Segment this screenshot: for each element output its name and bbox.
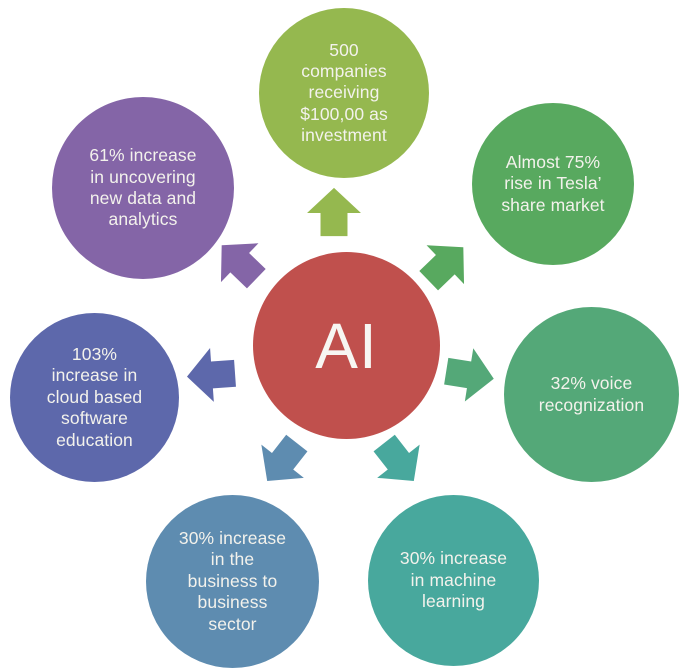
stat-circle-cloud-education: 103% increase in cloud based software ed… bbox=[10, 313, 179, 482]
stat-text-investment: 500 companies receiving $100,00 as inves… bbox=[300, 39, 388, 146]
stat-text-b2b-sector: 30% increase in the business to business… bbox=[178, 528, 287, 634]
stat-circle-investment: 500 companies receiving $100,00 as inves… bbox=[259, 8, 429, 178]
ai-label: AI bbox=[315, 309, 378, 382]
stat-circle-voice: 32% voice recognization bbox=[504, 307, 679, 482]
stat-text-cloud-education: 103% increase in cloud based software ed… bbox=[46, 344, 143, 450]
arrow-up-right-icon bbox=[419, 245, 465, 291]
stat-circle-tesla-shares: Almost 75% rise in Tesla’ share market bbox=[472, 103, 634, 265]
arrow-down-left-icon bbox=[261, 434, 308, 481]
stat-circle-data-analytics: 61% increase in uncovering new data and … bbox=[52, 97, 234, 279]
stat-text-data-analytics: 61% increase in uncovering new data and … bbox=[89, 145, 197, 230]
stat-circle-b2b-sector: 30% increase in the business to business… bbox=[146, 495, 319, 668]
arrow-right-icon bbox=[444, 348, 494, 402]
arrow-up-left-icon bbox=[220, 243, 266, 289]
stat-text-voice: 32% voice recognization bbox=[538, 373, 645, 415]
ai-center-circle: AI bbox=[253, 252, 440, 439]
stat-circle-machine-learning: 30% increase in machine learning bbox=[368, 495, 539, 666]
stat-text-tesla-shares: Almost 75% rise in Tesla’ share market bbox=[501, 151, 605, 215]
arrow-down-right-icon bbox=[373, 434, 420, 481]
stat-text-machine-learning: 30% increase in machine learning bbox=[399, 548, 508, 612]
arrow-left-icon bbox=[186, 348, 236, 402]
arrow-up-icon bbox=[307, 187, 361, 237]
